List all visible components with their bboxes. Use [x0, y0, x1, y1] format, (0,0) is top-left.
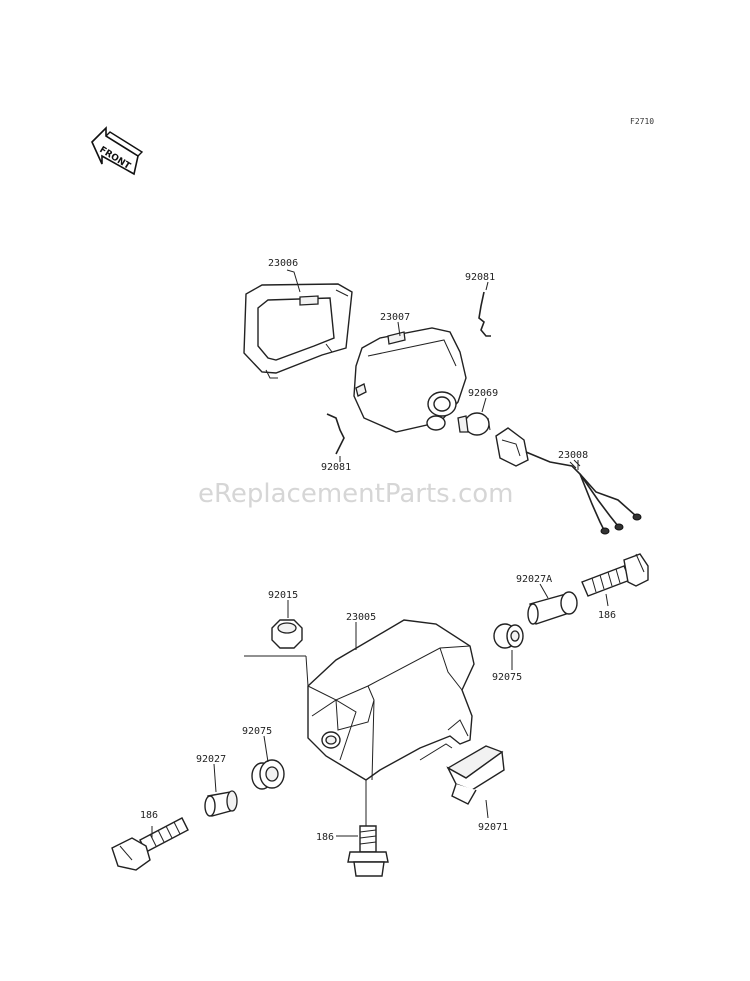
leader-92071: [485, 799, 489, 819]
label-92071: 92071: [478, 822, 508, 833]
label-23005: 23005: [346, 612, 376, 623]
part-23008-socket-wiring: [495, 427, 642, 535]
label-92027A: 92027A: [516, 574, 552, 585]
leader-92081-top: [485, 281, 489, 291]
leader-186-right: [605, 593, 609, 607]
reference-code: F2710: [630, 117, 654, 126]
label-92027: 92027: [196, 754, 226, 765]
label-23006: 23006: [268, 258, 298, 269]
part-186-bolt-bottom: [347, 825, 389, 877]
label-92075-right: 92075: [492, 672, 522, 683]
part-92015-nut: [271, 619, 303, 649]
leader-92027A: [539, 583, 549, 599]
part-92075-grommet-left: [251, 759, 285, 790]
part-92075-grommet-right: [493, 623, 524, 649]
leader-23006: [286, 269, 301, 293]
front-arrow-icon: FRONT: [91, 126, 144, 176]
label-23008: 23008: [558, 450, 588, 461]
part-23007-housing: [353, 327, 467, 433]
watermark: eReplacementParts.com: [198, 479, 514, 509]
label-23007: 23007: [380, 312, 410, 323]
part-186-bolt-right: [581, 553, 649, 597]
leader-92069: [481, 397, 487, 413]
label-186-right: 186: [598, 610, 616, 621]
part-23005-ballast-box: [307, 619, 475, 781]
part-92027-collar: [204, 790, 238, 817]
leader-92015-to-box: [244, 655, 309, 687]
part-92071-pad: [446, 745, 505, 805]
leader-23007: [397, 321, 401, 337]
label-92081-top: 92081: [465, 272, 495, 283]
label-92081-left: 92081: [321, 462, 351, 473]
part-92027A-collar: [527, 591, 578, 625]
leader-92027: [213, 763, 217, 793]
label-92015: 92015: [268, 590, 298, 601]
part-92081-clip-left: [326, 413, 345, 455]
leader-92075-left: [263, 735, 269, 763]
part-186-bolt-left: [111, 817, 189, 871]
label-186-left: 186: [140, 810, 158, 821]
label-92075-left: 92075: [242, 726, 272, 737]
label-92069: 92069: [468, 388, 498, 399]
label-186-bottom: 186: [316, 832, 334, 843]
part-23006-rim: [243, 283, 353, 379]
part-92081-clip-top: [478, 291, 491, 337]
part-92069-bulb: [457, 412, 491, 436]
